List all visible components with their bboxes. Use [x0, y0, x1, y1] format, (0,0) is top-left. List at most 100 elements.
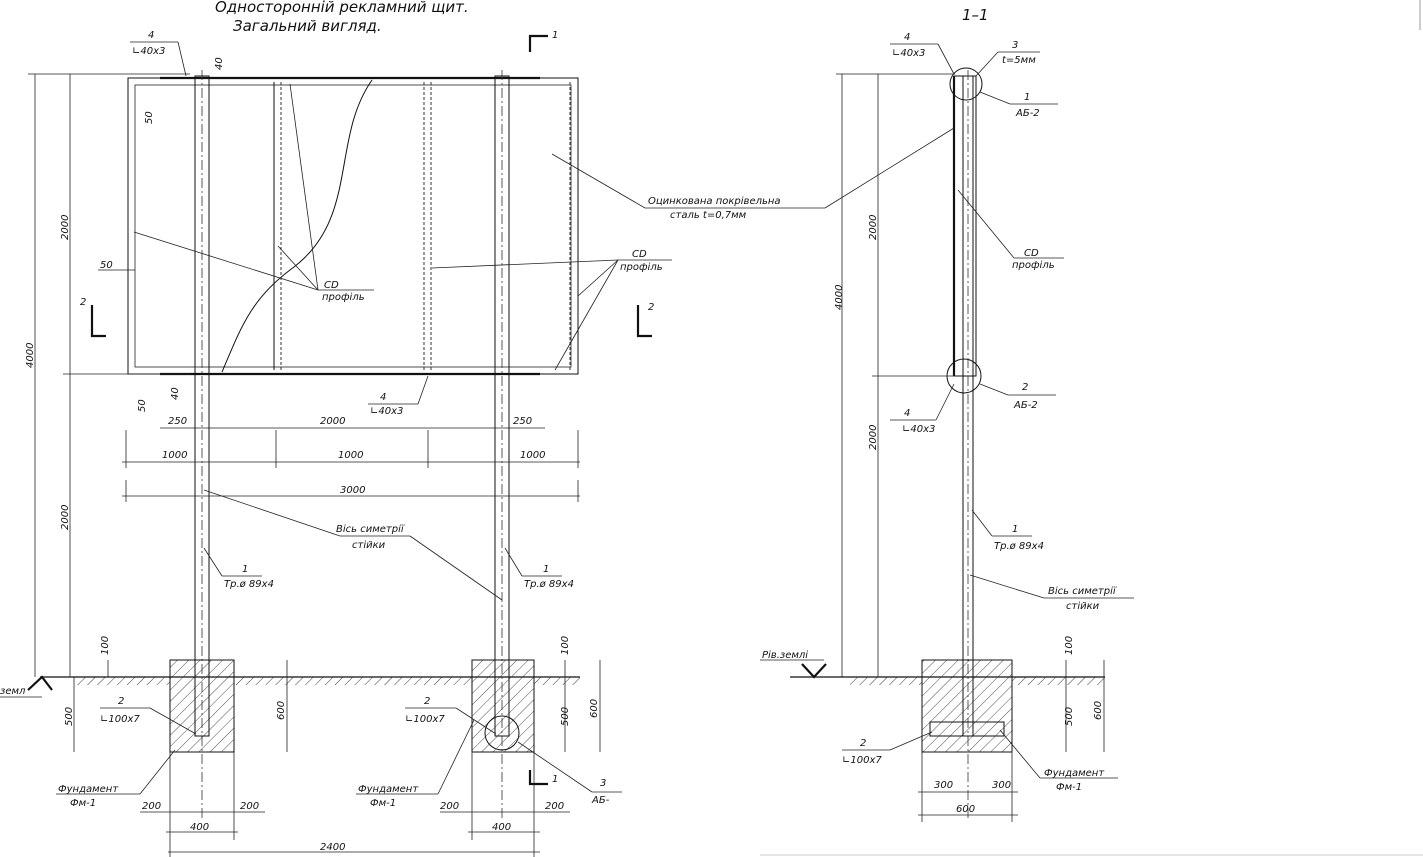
sec-node2-leader — [979, 383, 1009, 396]
sec-base-plate — [929, 721, 1005, 737]
cut1-mark-bottom — [528, 770, 548, 786]
sec-dim-total: 4000 — [834, 285, 845, 310]
dim-200b: 200 — [240, 801, 259, 812]
dim-500a: 500 — [64, 707, 75, 726]
ground-hatch-3 — [534, 677, 580, 685]
cd-left-leader2 — [277, 245, 319, 291]
sec-axis-l2: стійки — [1066, 600, 1100, 612]
sheet-leader — [551, 153, 646, 209]
dim-2000: 2000 — [320, 416, 345, 427]
dim-40-bottom: 40 — [170, 387, 181, 400]
sheet-l1: Оцинкована покрівельна — [648, 195, 781, 207]
found-left-leader — [139, 749, 176, 795]
cd-left-l2: профіль — [322, 291, 365, 303]
post-right-embed — [494, 659, 510, 737]
cut1-label-top: 1 — [552, 30, 558, 41]
sec-node3-leader — [975, 51, 999, 77]
sec-top-angle-leader — [937, 43, 955, 75]
sec-ground-hatch-2 — [1012, 677, 1105, 685]
front-view: 1 1 2 2 4000 2000 2000 40 50 50 50 40 10… — [0, 30, 825, 857]
pipe-left-leader — [203, 547, 223, 577]
sec-dim-600: 600 — [1093, 701, 1104, 720]
found-right-l2: Фм-1 — [370, 798, 396, 809]
cd-left-l1: CD — [324, 280, 339, 291]
sec-node3-num: 3 — [1012, 40, 1018, 51]
cut1-mark-top — [528, 34, 548, 52]
dim-200d: 200 — [545, 801, 564, 812]
sec-dim-600h: 600 — [956, 804, 975, 815]
sec-dim-300a: 300 — [934, 780, 953, 791]
ground-hatch-1 — [75, 677, 170, 685]
cd-left-leader1 — [133, 231, 319, 291]
sec-found-leader — [999, 729, 1041, 779]
sec-node2-spec: АБ-2 — [1013, 400, 1038, 411]
sec-dim-lower: 2000 — [868, 425, 879, 450]
cut2-label-right: 2 — [648, 302, 654, 313]
cd-right-l1: CD — [632, 249, 647, 260]
cd-left-leader3 — [289, 83, 319, 291]
ground-hatch-2 — [234, 677, 472, 685]
sec-pipe-spec: Тр.ø 89х4 — [994, 541, 1044, 552]
dim-400b: 400 — [492, 822, 511, 833]
dim-600b: 600 — [589, 699, 600, 718]
foundation-right — [471, 659, 535, 753]
sec-ground-label: Рів.землі — [762, 649, 808, 661]
dim-400a: 400 — [190, 822, 209, 833]
plate-left-spec: ∟100х7 — [100, 714, 140, 725]
bottom-angle-spec: ∟40х3 — [370, 406, 403, 417]
sec-ground-marker — [801, 663, 827, 679]
sec-plate-num: 2 — [860, 738, 866, 749]
cut1-label-bottom: 1 — [552, 774, 558, 785]
sec-plate-spec: ∟100х7 — [842, 755, 882, 766]
main-title-line2: Загальний вигляд. — [233, 17, 382, 35]
pipe-right-leader — [504, 547, 523, 577]
sec-axis-leader — [969, 574, 1045, 599]
node3-spec: АБ- — [591, 795, 610, 806]
break-curve — [221, 79, 373, 373]
sec-plate-leader — [889, 731, 933, 751]
node-3-circle — [484, 715, 520, 751]
cut2-label-left: 2 — [80, 297, 86, 308]
ground-label: земл — [0, 686, 26, 697]
sec-cd-l1: CD — [1024, 248, 1039, 259]
sec-dim-300b: 300 — [992, 780, 1011, 791]
sec-ground-hatch-1 — [850, 677, 922, 685]
dim-1000a: 1000 — [162, 450, 187, 461]
sec-mid-angle-leader — [935, 383, 955, 421]
dim-250b: 250 — [513, 416, 532, 427]
plate-left-num: 2 — [118, 696, 124, 707]
plate-right-leader — [455, 707, 497, 735]
sec-found-l1: Фундамент — [1044, 768, 1105, 779]
dim-200a: 200 — [142, 801, 161, 812]
found-right-l1: Фундамент — [358, 784, 419, 795]
sec-node1-circle — [949, 67, 983, 101]
sec-dim-upper: 2000 — [868, 215, 879, 240]
dim-500b: 500 — [560, 707, 571, 726]
pipe-right-spec: Тр.ø 89х4 — [524, 579, 574, 590]
sheet-l2: сталь t=0,7мм — [670, 210, 747, 221]
foundation-left — [169, 659, 235, 753]
found-right-leader — [437, 719, 475, 795]
top-angle-spec: ∟40х3 — [132, 46, 165, 57]
pipe-left-num: 1 — [242, 564, 248, 575]
ground-marker — [27, 675, 53, 691]
sec-top-angle-spec: ∟40х3 — [892, 48, 925, 59]
main-title-line1: Односторонній рекламний щит. — [215, 0, 469, 16]
post-left-embed — [194, 659, 210, 737]
node3-num: 3 — [600, 778, 606, 789]
dim-1000c: 1000 — [520, 450, 545, 461]
sec-sheet-leader — [824, 127, 955, 209]
found-left-l1: Фундамент — [58, 784, 119, 795]
bottom-angle-leader — [417, 375, 429, 405]
cut2-mark-left — [90, 305, 106, 338]
section-title: 1–1 — [962, 6, 989, 24]
sec-node2-num: 2 — [1022, 382, 1028, 393]
dim-40-top: 40 — [214, 57, 225, 70]
dim-50-bottom: 50 — [137, 399, 148, 412]
plate-right-spec: ∟100х7 — [405, 714, 445, 725]
section-view: 4000 2000 2000 Рів.землі 100 500 600 300… — [760, 32, 1134, 822]
sec-top-angle-num: 4 — [904, 32, 910, 43]
sec-dim-500: 500 — [1064, 707, 1075, 726]
axis-leader2 — [409, 535, 503, 601]
